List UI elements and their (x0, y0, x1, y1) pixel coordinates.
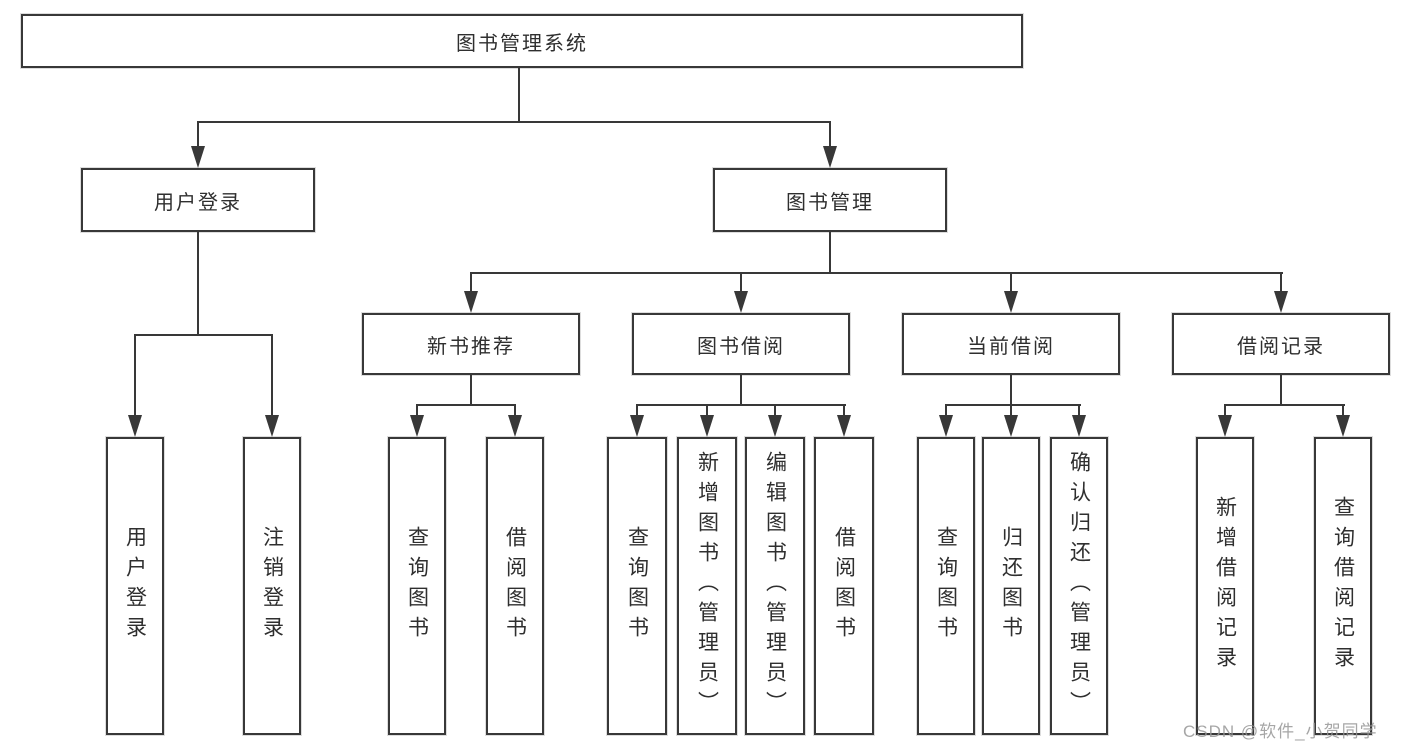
arrow-down-icon (837, 415, 851, 437)
connector-current-rail (945, 404, 1081, 406)
connector-drop (774, 404, 776, 417)
node-label: 图书借阅 (697, 335, 785, 358)
node-label: 借阅图书 (503, 526, 527, 646)
connector-login-rail (134, 334, 273, 336)
connector-borrow-rail (636, 404, 846, 406)
arrow-down-icon (700, 415, 714, 437)
connector-drop (1342, 404, 1344, 417)
node-label: 图书管理 (786, 191, 874, 214)
connector-drop-borrow (740, 272, 742, 293)
node-label: 编辑图书（管理员） (763, 451, 787, 721)
node-label: 新书推荐 (427, 335, 515, 358)
connector-drop (636, 404, 638, 417)
arrow-down-icon (1004, 415, 1018, 437)
connector-drop-records (1280, 272, 1282, 293)
node-leaf-rec-query-books: 查询图书 (388, 437, 446, 735)
connector-drop-mgmt (829, 121, 831, 148)
connector-drop (514, 404, 516, 417)
connector-drop (945, 404, 947, 417)
node-book-management: 图书管理 (713, 168, 947, 232)
node-library-management-system: 图书管理系统 (21, 14, 1023, 68)
node-label: 当前借阅 (967, 335, 1055, 358)
connector-root-stem (518, 68, 520, 123)
connector-login-stem (197, 232, 199, 336)
node-label: 查询借阅记录 (1331, 496, 1355, 676)
arrow-down-icon (768, 415, 782, 437)
arrow-down-icon (939, 415, 953, 437)
node-label: 借阅记录 (1237, 335, 1325, 358)
connector-rec-rail (416, 404, 516, 406)
connector-drop-login-logout (271, 334, 273, 417)
node-label: 用户登录 (154, 191, 242, 214)
connector-drop (1078, 404, 1080, 417)
node-leaf-add-borrow-record: 新增借阅记录 (1196, 437, 1254, 735)
node-current-borrowing: 当前借阅 (902, 313, 1120, 375)
connector-current-stem (1010, 375, 1012, 406)
node-label: 新增借阅记录 (1213, 496, 1237, 676)
arrow-down-icon (265, 415, 279, 437)
connector-borrow-stem (740, 375, 742, 406)
arrow-down-icon (630, 415, 644, 437)
arrow-down-icon (734, 291, 748, 313)
node-new-book-recommend: 新书推荐 (362, 313, 580, 375)
node-label: 归还图书 (999, 526, 1023, 646)
node-leaf-borrow-query-books: 查询图书 (607, 437, 667, 735)
node-label: 注销登录 (260, 526, 284, 646)
node-leaf-return-books: 归还图书 (982, 437, 1040, 735)
watermark: CSDN @软件_小贺同学 (1183, 722, 1378, 741)
node-borrowing-records: 借阅记录 (1172, 313, 1390, 375)
node-leaf-borrow-books: 借阅图书 (814, 437, 874, 735)
node-leaf-logout: 注销登录 (243, 437, 301, 735)
connector-mgmt-stem (829, 232, 831, 274)
node-leaf-user-login: 用户登录 (106, 437, 164, 735)
node-user-login: 用户登录 (81, 168, 315, 232)
node-label: 图书管理系统 (456, 32, 588, 55)
node-leaf-confirm-return-admin: 确认归还（管理员） (1050, 437, 1108, 735)
connector-records-stem (1280, 375, 1282, 406)
arrow-down-icon (410, 415, 424, 437)
arrow-down-icon (191, 146, 205, 168)
connector-root-rail (197, 121, 831, 123)
node-leaf-add-books-admin: 新增图书（管理员） (677, 437, 737, 735)
connector-drop (706, 404, 708, 417)
node-label: 借阅图书 (832, 526, 856, 646)
connector-records-rail (1224, 404, 1345, 406)
node-book-borrowing: 图书借阅 (632, 313, 850, 375)
arrow-down-icon (464, 291, 478, 313)
arrow-down-icon (128, 415, 142, 437)
arrow-down-icon (1274, 291, 1288, 313)
connector-drop (843, 404, 845, 417)
connector-drop-rec (470, 272, 472, 293)
node-label: 查询图书 (625, 526, 649, 646)
node-leaf-rec-borrow-books: 借阅图书 (486, 437, 544, 735)
connector-drop-login-user (134, 334, 136, 417)
node-label: 查询图书 (405, 526, 429, 646)
arrow-down-icon (823, 146, 837, 168)
node-leaf-edit-books-admin: 编辑图书（管理员） (745, 437, 805, 735)
arrow-down-icon (508, 415, 522, 437)
connector-rec-stem (470, 375, 472, 406)
node-label: 新增图书（管理员） (695, 451, 719, 721)
node-label: 用户登录 (123, 526, 147, 646)
arrow-down-icon (1072, 415, 1086, 437)
connector-drop-login (197, 121, 199, 148)
connector-drop (416, 404, 418, 417)
connector-drop (1010, 404, 1012, 417)
connector-mgmt-rail (470, 272, 1283, 274)
arrow-down-icon (1218, 415, 1232, 437)
connector-drop-current (1010, 272, 1012, 293)
arrow-down-icon (1004, 291, 1018, 313)
arrow-down-icon (1336, 415, 1350, 437)
node-label: 确认归还（管理员） (1067, 451, 1091, 721)
node-label: 查询图书 (934, 526, 958, 646)
node-leaf-query-borrow-record: 查询借阅记录 (1314, 437, 1372, 735)
node-leaf-current-query-books: 查询图书 (917, 437, 975, 735)
connector-drop (1224, 404, 1226, 417)
